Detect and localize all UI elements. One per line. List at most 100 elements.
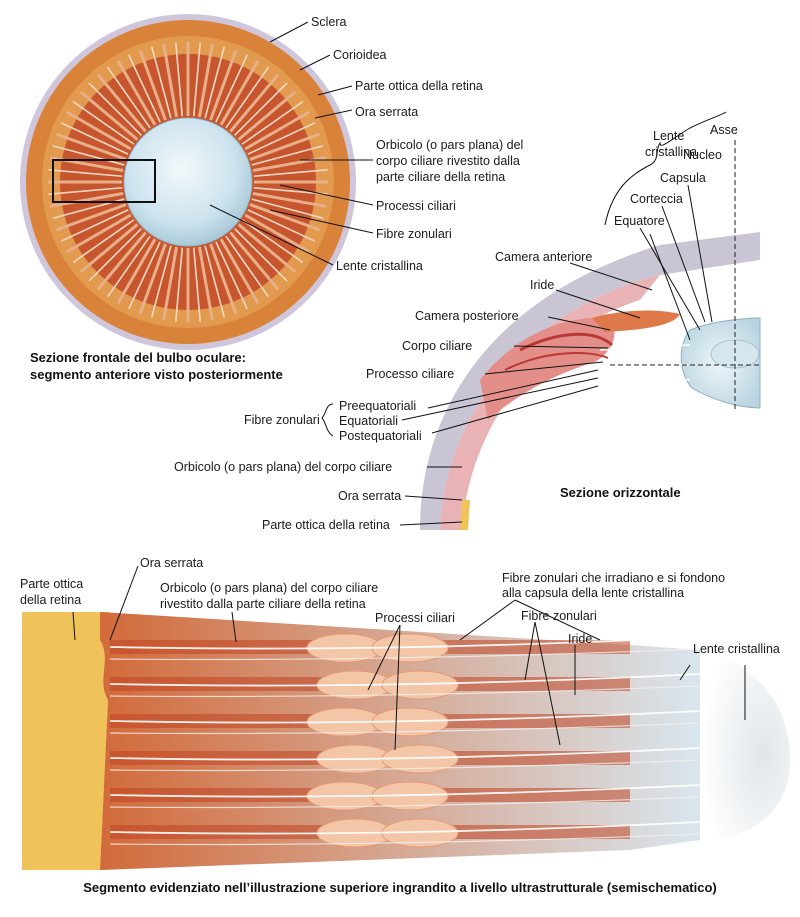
radial-fibre (107, 66, 151, 129)
label-lente-2: cristallina (645, 145, 697, 159)
highlight-box (52, 159, 156, 203)
radial-fibre (249, 132, 321, 161)
zonular-fibre (109, 784, 701, 798)
radial-fibre (244, 110, 310, 151)
label-parte-ottica-right: Parte ottica della retina (262, 518, 390, 532)
label-fibre-zonulari: Fibre zonulari (376, 227, 452, 241)
label-parte-ottica-bottom-1: Parte ottica (20, 577, 83, 591)
label-asse: Asse (710, 123, 738, 137)
label-corteccia: Corteccia (630, 192, 683, 206)
radial-fibre (252, 191, 327, 208)
enlarged-leaders (72, 565, 746, 751)
horizontal-section-figure (420, 140, 761, 530)
label-parte-ottica-bottom-2: della retina (20, 593, 81, 607)
radial-fibre (138, 49, 167, 121)
label-camera-posteriore: Camera posteriore (415, 309, 519, 323)
label-parte-ottica: Parte ottica della retina (355, 79, 483, 93)
label-orbicolo-2: corpo ciliare rivestito dalla (376, 154, 520, 168)
radial-fibre (247, 122, 316, 155)
radial-fibre (128, 241, 161, 310)
radial-fibre (249, 203, 321, 232)
label-fibre-zonulari-bottom: Fibre zonulari (521, 609, 597, 623)
radial-fibre (244, 213, 310, 254)
radial-fibre (253, 186, 328, 195)
radial-fibre (138, 243, 167, 315)
radial-fibre (150, 46, 172, 119)
radial-fibre (229, 73, 280, 133)
retina-strip (22, 612, 110, 870)
enlarged-segment-figure (22, 612, 790, 870)
radial-fibre (225, 235, 269, 298)
zonular-fibre (109, 685, 701, 698)
radial-fibre (55, 203, 127, 232)
label-fibre-zonulari-right: Fibre zonulari (244, 413, 320, 427)
radial-fibre (234, 82, 288, 136)
zonular-fibre (109, 710, 701, 724)
zonular-fibre (109, 821, 701, 835)
radial-fibre (66, 110, 132, 151)
caption-enlarged: Segmento evidenziato nell’illustrazione … (83, 880, 717, 895)
radial-fibre (48, 169, 123, 178)
label-corioidea: Corioidea (333, 48, 387, 62)
radial-fibre (204, 245, 226, 318)
radial-fibre (55, 132, 127, 161)
label-capsula: Capsula (660, 171, 706, 185)
zonular-fibre (109, 636, 701, 650)
label-ora-serrata-right: Ora serrata (338, 489, 401, 503)
label-lente-cristallina-bottom: Lente cristallina (693, 642, 780, 656)
radial-fibre (79, 223, 139, 274)
radial-fibre (197, 43, 214, 118)
radial-fibre (219, 60, 260, 126)
caption-frontal-2: segmento anteriore visto posteriormente (30, 367, 283, 382)
radial-fibre (175, 247, 184, 322)
radial-fibre (52, 144, 125, 166)
label-lente-cristallina: Lente cristallina (336, 259, 423, 273)
radial-fibre (237, 90, 297, 141)
radial-fibre (215, 241, 248, 310)
radial-fibre (60, 209, 129, 242)
ciliary-body (480, 317, 615, 420)
frontal-leaders (209, 21, 374, 266)
label-lente-1: Lente (653, 129, 684, 143)
label-fibre-irradiano-2: alla capsula della lente cristallina (502, 586, 684, 600)
radial-fibre (251, 198, 324, 220)
radial-fibre (48, 186, 123, 195)
radial-fibre (237, 223, 297, 274)
radial-fibre (241, 101, 304, 145)
radial-fibre (162, 246, 179, 321)
label-nucleo: Nucleo (683, 148, 722, 162)
label-postequatoriali: Postequatoriali (339, 429, 422, 443)
radial-fibre (72, 101, 135, 145)
radial-fibre (253, 169, 328, 178)
lens-enlarged (700, 650, 790, 840)
radial-fibre (60, 122, 129, 155)
label-ora-serrata-bottom: Ora serrata (140, 556, 203, 570)
label-ora-serrata: Ora serrata (355, 105, 418, 119)
label-camera-anteriore: Camera anteriore (495, 250, 592, 264)
label-orbicolo-1: Orbicolo (o pars plana) del (376, 138, 523, 152)
zonular-fibre (109, 673, 701, 687)
caption-horizontal: Sezione orizzontale (560, 485, 681, 500)
radial-fibre (234, 228, 288, 282)
zonular-fibre (109, 722, 701, 735)
label-orbicolo-right: Orbicolo (o pars plana) del corpo ciliar… (174, 460, 392, 474)
label-orbicolo-bottom-1: Orbicolo (o pars plana) del corpo ciliar… (160, 581, 378, 595)
label-preequatoriali: Preequatoriali (339, 399, 416, 413)
radial-fibre (225, 66, 269, 129)
label-sclera: Sclera (311, 15, 346, 29)
radial-fibre (229, 231, 280, 291)
label-equatore: Equatore (614, 214, 665, 228)
lente-brace (604, 111, 727, 226)
radial-fibre (66, 213, 132, 254)
label-processi-ciliari-bottom: Processi ciliari (375, 611, 455, 625)
radial-fibre (116, 60, 157, 126)
radial-fibre (128, 54, 161, 123)
zonular-fibre (109, 796, 701, 809)
radial-fibre (116, 238, 157, 304)
radial-fibre (96, 231, 147, 291)
radial-fibre (96, 73, 147, 133)
label-orbicolo-3: parte ciliare della retina (376, 170, 505, 184)
zonular-fibre (109, 759, 701, 772)
label-processo-ciliare: Processo ciliare (366, 367, 454, 381)
